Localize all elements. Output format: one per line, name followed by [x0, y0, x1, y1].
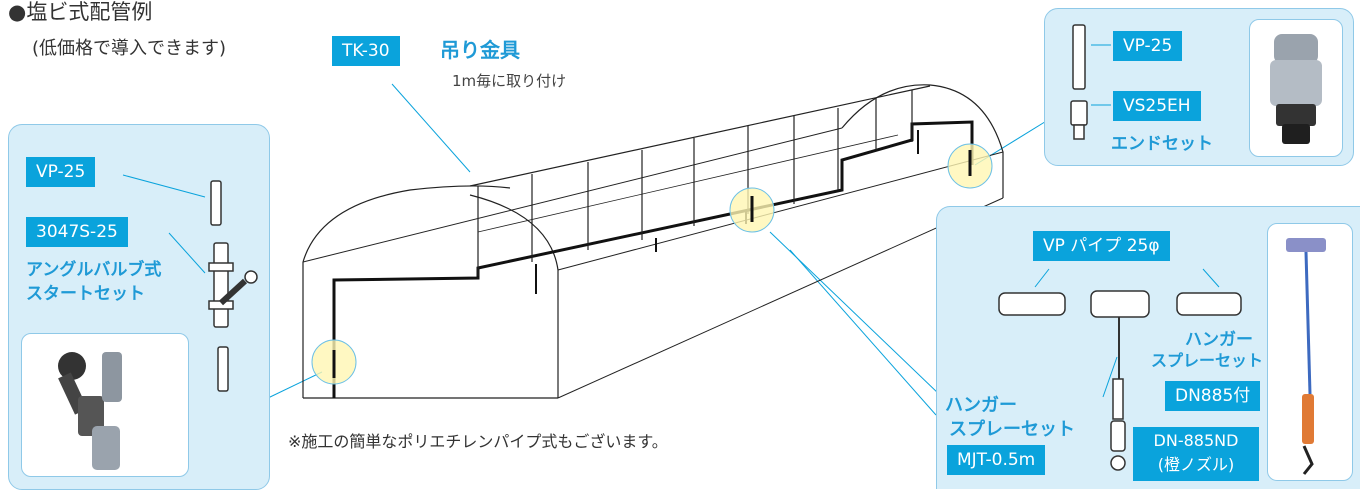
- vp25-end-tag: VP-25: [1113, 31, 1183, 61]
- hanger-left-label-1: ハンガー: [945, 395, 1017, 416]
- vp-pipe-tag: VP パイプ 25φ: [1033, 231, 1170, 261]
- hanger-photo-icon: [1286, 238, 1326, 475]
- nozzle-tag-line-2: (橙ノズル): [1157, 455, 1235, 474]
- vs25eh-tag: VS25EH: [1113, 91, 1201, 121]
- end-set-photo: [1249, 19, 1343, 157]
- end-set-label: エンドセット: [1111, 134, 1213, 154]
- tk30-tag: TK-30: [332, 36, 400, 66]
- nozzle-tag: DN-885ND (橙ノズル): [1133, 427, 1259, 481]
- hanger-right-label-1: ハンガー: [1185, 330, 1253, 350]
- hanger-left-label-2: スプレーセット: [949, 419, 1075, 440]
- hanger-parts: [998, 268, 1242, 471]
- dn885-tag: DN885付: [1165, 381, 1261, 411]
- end-set-parts: [1070, 24, 1111, 140]
- page-title: ●塩ビ式配管例: [8, 0, 153, 24]
- hanger-fitting-note: 1m毎に取り付け: [452, 72, 567, 90]
- start-set-parts: [122, 174, 258, 392]
- end-set-panel: VP-25 VS25EH エンドセット: [1044, 8, 1354, 166]
- hanger-spray-photo: [1267, 223, 1353, 481]
- end-cap-photo-icon: [1270, 34, 1322, 144]
- valve-desc-1: アングルバルブ式: [26, 260, 162, 280]
- hanger-fitting-label: 吊り金具: [440, 38, 520, 62]
- page-subtitle: (低価格で導入できます): [32, 38, 227, 59]
- valve-photo-icon: [58, 352, 122, 470]
- footnote: ※施工の簡単なポリエチレンパイプ式もございます。: [288, 432, 668, 451]
- nozzle-tag-line-1: DN-885ND: [1153, 431, 1239, 450]
- hanger-spray-panel: VP パイプ 25φ ハンガー スプレーセット DN885付 ハンガー スプレー…: [936, 206, 1360, 489]
- valve-3047s-tag: 3047S-25: [26, 217, 128, 247]
- vp25-tag: VP-25: [26, 157, 96, 187]
- hanger-right-label-2: スプレーセット: [1151, 351, 1264, 370]
- valve-desc-2: スタートセット: [26, 284, 145, 304]
- start-set-photo: [21, 333, 189, 477]
- mjt-tag: MJT-0.5m: [947, 445, 1046, 475]
- start-set-panel: VP-25 3047S-25 アングルバルブ式 スタートセット: [8, 124, 270, 490]
